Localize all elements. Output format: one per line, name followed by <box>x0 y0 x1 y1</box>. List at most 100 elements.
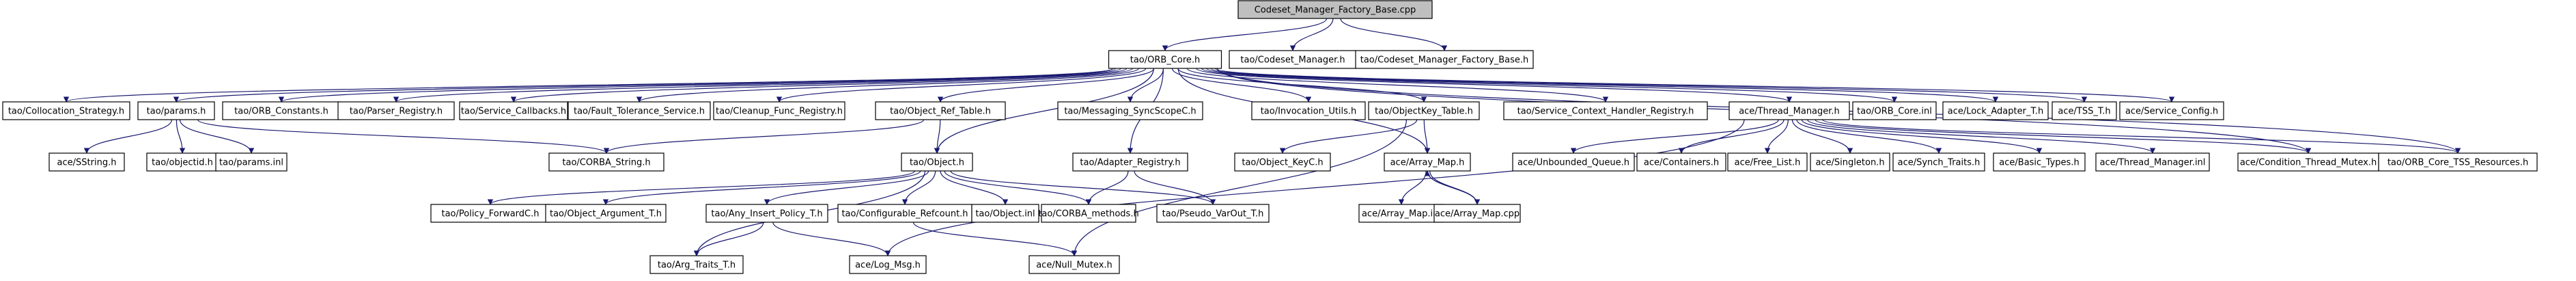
edge-object_ref_table-to-corba_string <box>603 119 925 154</box>
node-corba-methods[interactable]: tao/CORBA_methods.h <box>1038 204 1139 223</box>
node-invocation-utils[interactable]: tao/Invocation_Utils.h <box>1251 101 1366 120</box>
node-basic-types[interactable]: ace/Basic_Types.h <box>1993 152 2086 172</box>
node-free-list[interactable]: ace/Free_List.h <box>1727 152 1808 172</box>
node-service-context[interactable]: tao/Service_Context_Handler_Registry.h <box>1503 101 1708 120</box>
node-label: tao/Object_KeyC.h <box>1242 158 1323 168</box>
node-box <box>971 204 1039 223</box>
node-box <box>1072 152 1188 172</box>
edge-params_h-to-sstring <box>83 119 173 154</box>
node-messaging-sync[interactable]: tao/Messaging_SyncScopeC.h <box>1057 101 1203 120</box>
node-null-mutex[interactable]: ace/Null_Mutex.h <box>1028 255 1120 274</box>
node-adapter-registry[interactable]: tao/Adapter_Registry.h <box>1072 152 1188 172</box>
node-box <box>1368 101 1480 120</box>
node-service-callbacks[interactable]: tao/Service_Callbacks.h <box>459 101 568 120</box>
node-box <box>1993 152 2086 172</box>
node-corba-string[interactable]: tao/CORBA_String.h <box>548 152 664 172</box>
node-objectid[interactable]: tao/objectid.h <box>146 152 219 172</box>
node-params-inl[interactable]: tao/params.inl <box>215 152 288 172</box>
node-box <box>2378 152 2538 172</box>
node-singleton[interactable]: ace/Singleton.h <box>1810 152 1890 172</box>
node-sstring[interactable]: ace/SString.h <box>48 152 125 172</box>
node-label: tao/CORBA_String.h <box>562 158 650 168</box>
node-box <box>1358 204 1444 223</box>
node-lock-adapter[interactable]: ace/Lock_Adapter_T.h <box>1942 101 2049 120</box>
node-box <box>901 152 973 172</box>
node-policy-forwardc[interactable]: tao/Policy_ForwardC.h <box>430 204 550 223</box>
node-orb-core-inl[interactable]: tao/ORB_Core.inl <box>1852 101 1937 120</box>
node-service-config[interactable]: ace/Service_Config.h <box>2119 101 2224 120</box>
node-object-keyc[interactable]: tao/Object_KeyC.h <box>1234 152 1331 172</box>
edge-object_h-to-pseudo_varout <box>950 170 1216 205</box>
node-box <box>2119 101 2224 120</box>
edge-orb_core_h-to-parser_registry <box>393 68 1128 103</box>
node-cleanup-func[interactable]: tao/Cleanup_Func_Registry.h <box>713 101 845 120</box>
node-objectkey-table[interactable]: tao/ObjectKey_Table.h <box>1368 101 1480 120</box>
node-array-map-cpp[interactable]: ace/Array_Map.cpp <box>1433 204 1521 223</box>
node-label: tao/Parser_Registry.h <box>350 107 443 117</box>
node-label: ace/Null_Mutex.h <box>1036 260 1112 271</box>
node-thread-manager-h[interactable]: ace/Thread_Manager.h <box>1728 101 1850 120</box>
node-any-insert-policy[interactable]: tao/Any_Insert_Policy_T.h <box>705 204 828 223</box>
node-fault-tolerance[interactable]: tao/Fault_Tolerance_Service.h <box>568 101 711 120</box>
node-synch-traits[interactable]: ace/Synch_Traits.h <box>1892 152 1985 172</box>
node-box <box>1156 204 1270 223</box>
node-label: ace/Basic_Types.h <box>1999 158 2079 168</box>
node-thread-manager-inl[interactable]: ace/Thread_Manager.inl <box>2095 152 2210 172</box>
node-label: tao/Arg_Traits_T.h <box>658 260 736 271</box>
node-containers[interactable]: ace/Containers.h <box>1636 152 1726 172</box>
node-orb-constants[interactable]: tao/ORB_Constants.h <box>222 101 341 120</box>
node-label: tao/ORB_Core.h <box>1130 55 1201 66</box>
edge-orb_core_h-to-lock_adapter <box>1206 68 1998 103</box>
edge-configurable_refcount-to-null_mutex <box>912 222 1078 256</box>
node-array-map-inl[interactable]: ace/Array_Map.inl <box>1358 204 1444 223</box>
node-box <box>713 101 845 120</box>
node-label: ace/Thread_Manager.h <box>1739 107 1840 117</box>
node-label: tao/Service_Callbacks.h <box>461 107 566 117</box>
node-label: tao/Object_Argument_T.h <box>550 209 662 219</box>
node-label: ace/Free_List.h <box>1735 158 1801 168</box>
node-label: tao/ObjectKey_Table.h <box>1375 107 1473 117</box>
node-box <box>1384 152 1471 172</box>
node-arg-traits[interactable]: tao/Arg_Traits_T.h <box>649 255 744 274</box>
node-box <box>1237 0 1433 19</box>
node-collocation-strategy[interactable]: tao/Collocation_Strategy.h <box>2 101 130 120</box>
node-params-h[interactable]: tao/params.h <box>137 101 215 120</box>
node-configurable-refcount[interactable]: tao/Configurable_Refcount.h <box>837 204 972 223</box>
node-label: tao/Fault_Tolerance_Service.h <box>574 107 705 117</box>
node-object-h[interactable]: tao/Object.h <box>901 152 973 172</box>
edge-object_h-to-corba_methods <box>944 170 1092 205</box>
node-box <box>1852 101 1937 120</box>
node-condition-thread-mutex[interactable]: ace/Condition_Thread_Mutex.h <box>2237 152 2379 172</box>
node-orb-core-tss[interactable]: tao/ORB_Core_TSS_Resources.h <box>2378 152 2538 172</box>
node-log-msg[interactable]: ace/Log_Msg.h <box>849 255 927 274</box>
edge-params_h-to-objectid <box>176 119 186 154</box>
edge-params_h-to-params_inl <box>179 119 255 154</box>
node-box <box>1503 101 1708 120</box>
node-pseudo-varout[interactable]: tao/Pseudo_VarOut_T.h <box>1156 204 1270 223</box>
edge-thread_manager_h-to-unbounded_queue <box>1570 119 1779 154</box>
node-label: tao/Collocation_Strategy.h <box>8 107 124 117</box>
node-unbounded-queue[interactable]: ace/Unbounded_Queue.h <box>1512 152 1635 172</box>
node-object-ref-table[interactable]: tao/Object_Ref_Table.h <box>875 101 1006 120</box>
edge-array_map_cpp-to-array_map_h <box>1424 170 1478 205</box>
node-object-inl[interactable]: tao/Object.inl <box>971 204 1039 223</box>
node-tss-t[interactable]: ace/TSS_T.h <box>2052 101 2117 120</box>
node-object-argument[interactable]: tao/Object_Argument_T.h <box>545 204 667 223</box>
node-codeset-manager-h[interactable]: tao/Codeset_Manager.h <box>1229 50 1357 69</box>
node-array-map-h[interactable]: ace/Array_Map.h <box>1384 152 1471 172</box>
node-label: tao/Pseudo_VarOut_T.h <box>1162 209 1264 219</box>
node-orb-core-h[interactable]: tao/ORB_Core.h <box>1108 50 1222 69</box>
node-label: tao/Codeset_Manager.h <box>1240 55 1345 66</box>
edge-array_map_h-to-array_map_inl <box>1398 170 1427 205</box>
node-label: tao/Messaging_SyncScopeC.h <box>1064 107 1196 117</box>
edge-any_insert_policy-to-log_msg <box>772 222 891 256</box>
node-codeset-factory-base-h[interactable]: tao/Codeset_Manager_Factory_Base.h <box>1355 50 1534 69</box>
edge-orb_core_h-to-orb_constants <box>279 68 1121 103</box>
node-box <box>705 204 828 223</box>
node-box <box>1041 204 1136 223</box>
node-box <box>1810 152 1890 172</box>
node-label: tao/ORB_Core_TSS_Resources.h <box>2388 158 2528 168</box>
node-parser-registry[interactable]: tao/Parser_Registry.h <box>337 101 455 120</box>
node-label: ace/Log_Msg.h <box>855 260 921 271</box>
node-box <box>875 101 1006 120</box>
